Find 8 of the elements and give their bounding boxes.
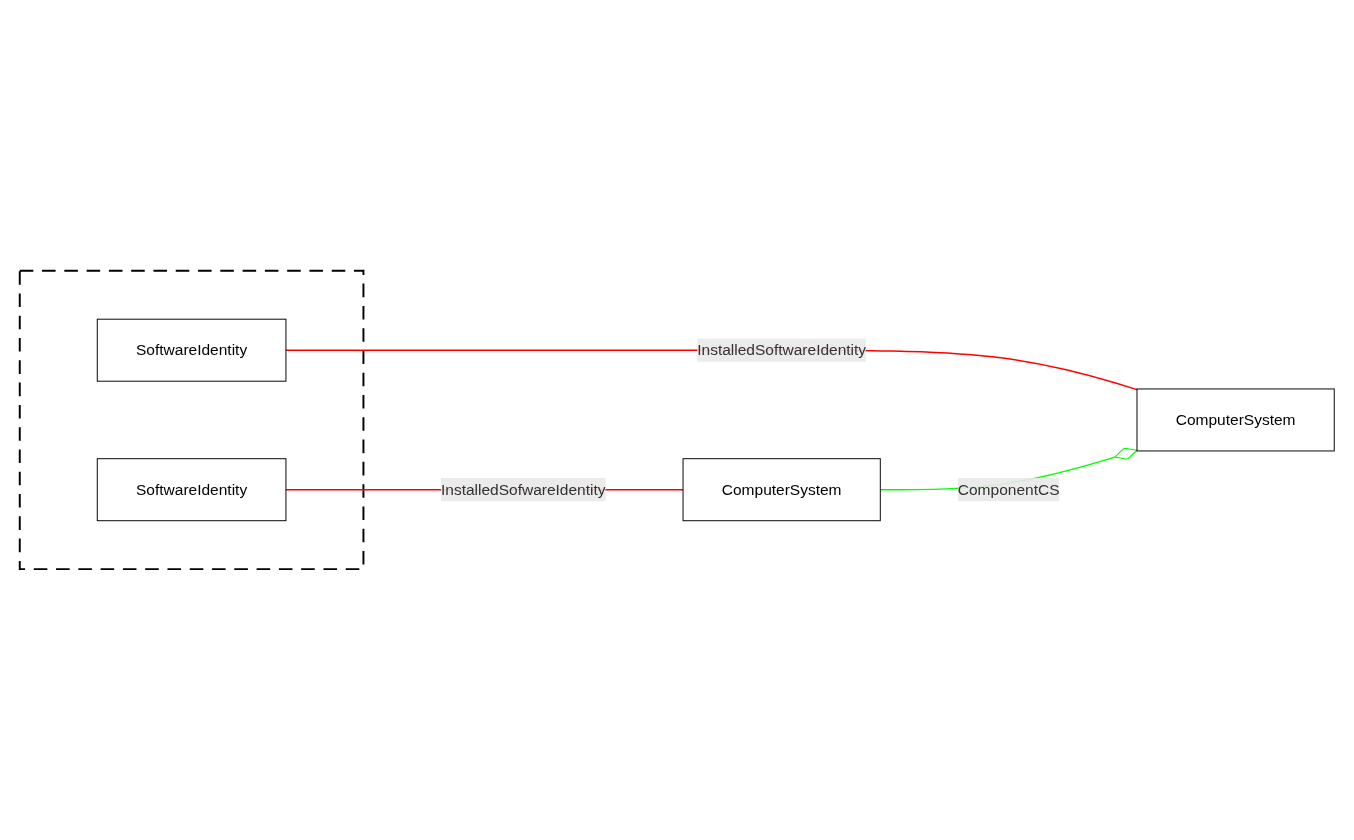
- cluster: [18, 269, 365, 571]
- node-box: ComputerSystem: [682, 458, 881, 522]
- node-box: ComputerSystem: [1136, 388, 1335, 452]
- node-box: SoftwareIdentity: [96, 458, 287, 522]
- node-box: SoftwareIdentity: [96, 318, 287, 382]
- edge-label: InstalledSoftwareIdentity: [697, 341, 867, 358]
- edge-label: InstalledSofwareIdentity: [440, 481, 606, 498]
- edge-label: ComponentCS: [957, 481, 1060, 498]
